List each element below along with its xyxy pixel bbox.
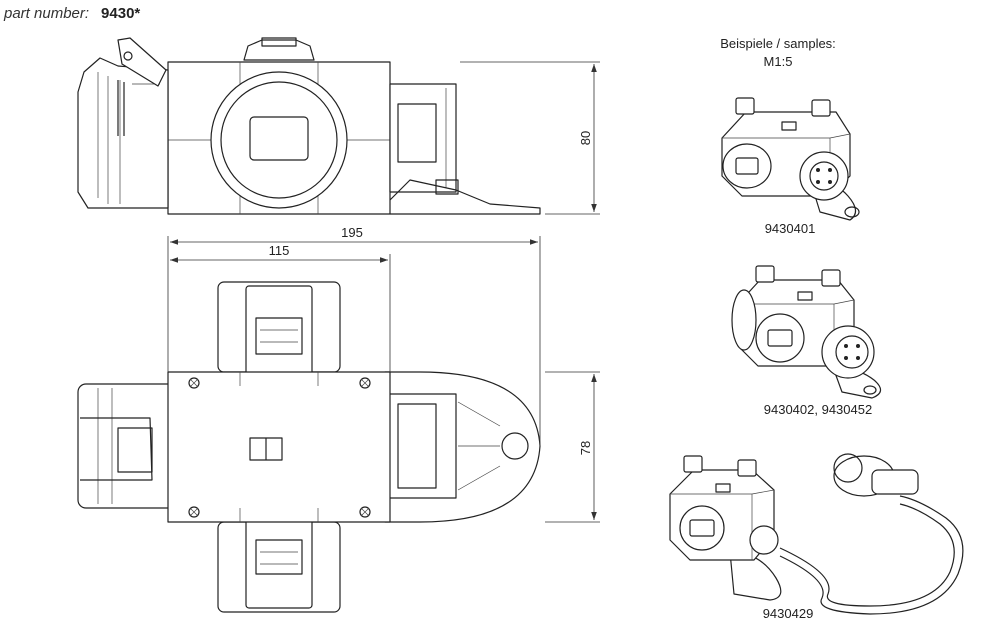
sample-image-9430402 <box>731 265 882 399</box>
sample-caption-9430401: 9430401 <box>765 221 816 236</box>
sample-image-9430429 <box>669 453 964 615</box>
sample-image-9430401 <box>721 97 860 221</box>
sample-caption-9430402: 9430402, 9430452 <box>764 402 872 417</box>
side-view <box>77 37 541 215</box>
dimension-total-length: 195 <box>341 225 363 240</box>
dimension-height-side: 80 <box>578 131 593 145</box>
top-view <box>77 281 541 613</box>
part-number-header: part number: 9430* <box>4 5 140 22</box>
dimension-width-top: 78 <box>578 441 593 455</box>
part-number-value: 9430* <box>101 5 141 22</box>
samples-heading: Beispiele / samples: <box>720 36 836 51</box>
part-number-label: part number: <box>4 5 90 22</box>
dimension-lines <box>167 61 600 523</box>
sample-caption-9430429: 9430429 <box>763 606 814 621</box>
dimension-partial-length: 115 <box>269 243 290 258</box>
samples-scale: M1:5 <box>764 54 793 69</box>
